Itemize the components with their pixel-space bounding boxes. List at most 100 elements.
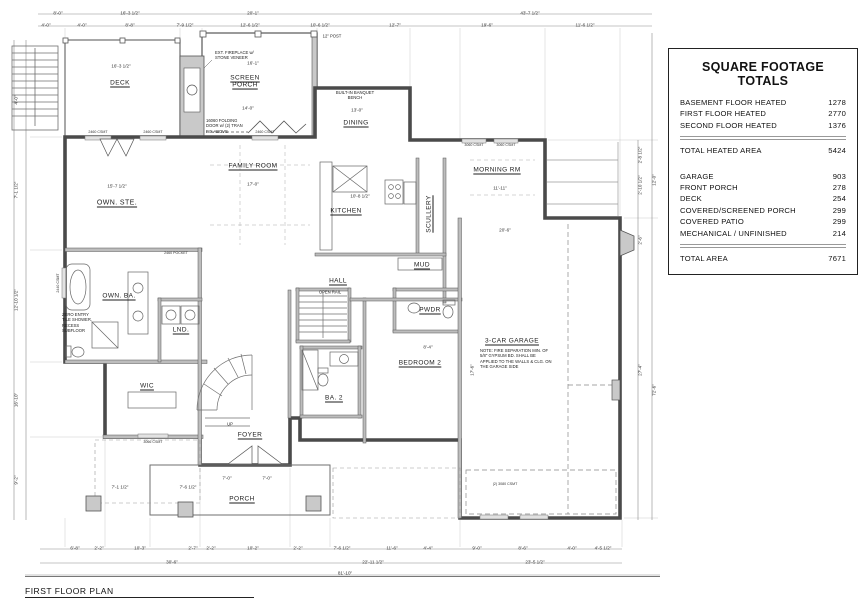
table-gap [680, 157, 846, 171]
table-row: COVERED PATIO 299 [680, 216, 846, 227]
deck-outline [62, 37, 181, 138]
row-value: 278 [832, 182, 846, 192]
row-value: 7671 [828, 253, 846, 263]
row-value: 1376 [828, 120, 846, 130]
window-label: (2) 3080 CSMT [492, 482, 518, 486]
window-label: 2460 CSMT [88, 130, 108, 134]
dimension-label: 7'-1 1/2" [13, 181, 19, 199]
extension-lines [30, 28, 658, 547]
room-label-porch: PORCH [229, 495, 255, 503]
room-label-pwdr: PWDR [419, 306, 441, 314]
dimension-label: 8'-4" [423, 344, 433, 350]
dimension-label: 2'-7" [188, 545, 198, 551]
dimension-label: 81'-10" [337, 570, 353, 576]
dimension-label: 8'-8" [125, 22, 135, 28]
dimension-label: 16'-3 1/2" [120, 10, 140, 16]
deck-stairs [11, 45, 59, 131]
table-row: SECOND FLOOR HEATED 1376 [680, 120, 846, 131]
dimension-label: 17'-6" [469, 364, 475, 376]
dimension-label: 15'-7 1/2" [107, 183, 127, 189]
table-row: FRONT PORCH 278 [680, 182, 846, 193]
row-label: TOTAL HEATED AREA [680, 146, 762, 156]
dimension-label: 16'-3 1/2" [111, 63, 131, 69]
note-up: UP [227, 421, 233, 427]
dimension-label: 20'-6" [499, 227, 511, 233]
table-row: FIRST FLOOR HEATED 2770 [680, 108, 846, 119]
row-value: 2770 [828, 109, 846, 119]
porch-and-patios [85, 439, 461, 519]
title-block: FIRST FLOOR PLAN 1/4" = 1'-0" [25, 581, 254, 600]
garage-bay [619, 229, 635, 257]
window-label: 3060 CSMT [464, 143, 484, 147]
table-title: SQUARE FOOTAGE TOTALS [701, 60, 825, 88]
note-open-rail: OPEN RAIL [318, 289, 342, 295]
room-label-bedroom2: BEDROOM 2 [398, 359, 442, 367]
dimension-label: 7'-0" [262, 475, 272, 481]
row-label: SECOND FLOOR HEATED [680, 120, 777, 130]
dimension-label: 10'-2" [247, 545, 259, 551]
note-fireplace: EXT. FIREPLACE w/ STONE VENEER [215, 50, 254, 61]
room-label-lnd: LND. [172, 326, 190, 334]
dimension-label: 7'-6 1/2" [179, 484, 197, 490]
note-shower: ZERO ENTRY TILE SHOWER, RECESS SUBFLOOR [62, 312, 93, 333]
dimension-label: 20'-1" [247, 10, 259, 16]
dimension-label: 17'-0" [247, 181, 259, 187]
window-label: 2440 CSMT [56, 273, 60, 293]
room-label-foyer: FOYER [237, 431, 263, 439]
dimension-label: 2'-2" [94, 545, 104, 551]
dimension-label: 23'-5 1/2" [525, 559, 545, 565]
room-label-hall: HALL [329, 277, 347, 285]
note-post: 12" POST [322, 33, 342, 39]
dimension-label: 10'-3" [134, 545, 146, 551]
drawing-title: FIRST FLOOR PLAN [25, 586, 254, 598]
table-row-total-heated: TOTAL HEATED AREA 5424 [680, 145, 846, 156]
dimension-label: 72'-6" [651, 384, 657, 396]
room-label-mud: MUD [413, 261, 431, 269]
table-row: DECK 254 [680, 193, 846, 204]
dimension-label: 7'-0" [222, 475, 232, 481]
table-row: GARAGE 903 [680, 171, 846, 182]
row-value: 5424 [828, 146, 846, 156]
table-row: BASEMENT FLOOR HEATED 1278 [680, 97, 846, 108]
room-label-garage: 3-CAR GARAGE [485, 337, 539, 345]
dimension-label: 12'-10 1/2" [13, 289, 19, 311]
ceiling-lines [210, 145, 535, 245]
side-patio [547, 142, 619, 216]
room-label-wic: WIC [140, 382, 154, 390]
dimension-label: 9'-0" [472, 545, 482, 551]
wic-island [127, 391, 177, 409]
dimension-label: 11'-6" [386, 545, 398, 551]
dimension-label: 7'-6 1/2" [333, 545, 351, 551]
screen-porch-outline [199, 30, 318, 138]
room-label-deck: DECK [110, 79, 130, 87]
dimension-label: 14'-0" [242, 105, 254, 111]
row-value: 254 [832, 194, 846, 204]
table-separator [680, 243, 846, 248]
dimension-label: 4'-0" [13, 95, 19, 105]
dimension-label: 16'-10" [13, 392, 19, 408]
own-bath-fixtures [65, 263, 149, 358]
row-label: COVERED PATIO [680, 217, 744, 227]
dimension-label: 9'-2" [13, 475, 19, 485]
room-label-morning-rm: MORNING RM [473, 166, 521, 174]
row-value: 299 [832, 217, 846, 227]
row-label: TOTAL AREA [680, 253, 728, 263]
table-row: MECHANICAL / UNFINISHED 214 [680, 228, 846, 239]
dimension-label: 30'-6" [166, 559, 178, 565]
kitchen-fixtures [319, 161, 417, 251]
room-label-own-ba: OWN. BA. [102, 292, 136, 300]
powder-fixtures [407, 299, 456, 319]
fireplace [179, 55, 213, 137]
dimension-label: 19'-6" [481, 22, 493, 28]
row-value: 299 [832, 205, 846, 215]
dimension-label: 8'-0" [53, 10, 63, 16]
dimension-label: 7'-9 1/2" [176, 22, 194, 28]
window-label: 2460 CSMT [255, 130, 275, 134]
room-label-family-room: FAMILY ROOM [228, 162, 278, 170]
dimension-label: 7'-1 1/2" [111, 484, 129, 490]
row-value: 903 [832, 171, 846, 181]
dimension-label: 16'-1" [247, 60, 259, 66]
dimension-label: 2'-2" [206, 545, 216, 551]
dimension-label: 11'-11" [493, 185, 507, 191]
